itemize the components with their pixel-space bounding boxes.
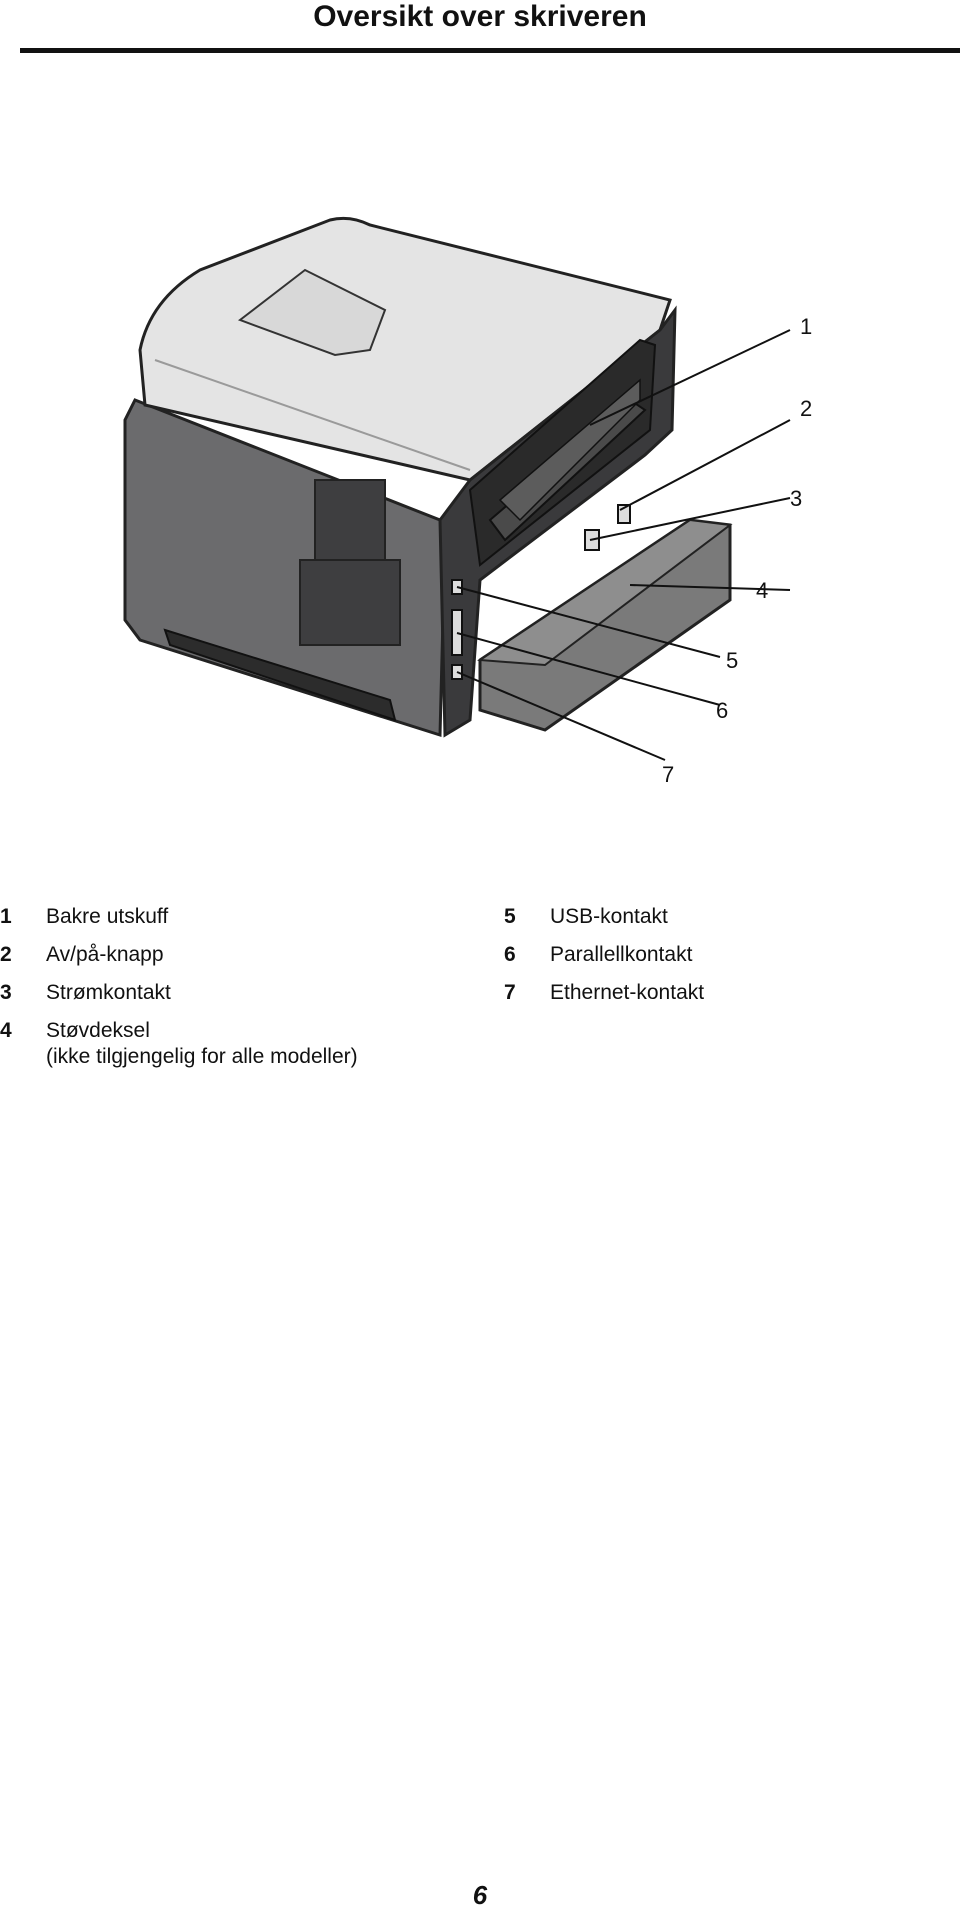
legend-item: 5 USB-kontakt [504,898,960,936]
title-rule [20,48,960,53]
callout-number: 5 [726,648,738,673]
page-number: 6 [472,1880,488,1910]
page-title: Oversikt over skriveren [313,0,647,33]
legend-number: 2 [0,943,12,966]
callout-number: 2 [800,396,812,421]
legend-item: 6 Parallellkontakt [504,936,960,974]
legend-text: Strømkontakt [46,981,171,1004]
legend-text: Parallellkontakt [550,943,693,966]
printer-top-cover [138,216,672,482]
callout-number: 4 [756,578,768,603]
legend-item: 2 Av/på-knapp [0,936,480,974]
printer-illustration: 1 2 3 4 5 6 7 [123,216,812,787]
legend-number: 3 [0,981,12,1004]
legend-text: Bakre utskuff [46,905,169,928]
legend-text: Ethernet-kontakt [550,981,705,1004]
printer-figure: 1 2 3 4 5 6 7 [0,180,960,800]
legend-item: 3 Strømkontakt [0,974,480,1012]
legend-number: 1 [0,905,12,928]
legend-number: 4 [0,1019,12,1042]
legend-left-column: 1 Bakre utskuff 2 Av/på-knapp 3 Strømkon… [0,898,480,1070]
legend-number: 5 [504,905,516,928]
callout-number: 6 [716,698,728,723]
legend-number: 7 [504,981,516,1004]
legend-number: 6 [504,943,516,966]
legend-text: Av/på-knapp [46,943,164,966]
legend-text-note: (ikke tilgjengelig for alle modeller) [46,1045,358,1068]
callout-number: 7 [662,762,674,787]
legend-right-column: 5 USB-kontakt 6 Parallellkontakt 7 Ether… [504,898,960,1012]
legend-item: 1 Bakre utskuff [0,898,480,936]
legend-text: Støvdeksel [46,1019,150,1042]
callout-number: 3 [790,486,802,511]
legend-item: 7 Ethernet-kontakt [504,974,960,1012]
legend-item: 4 Støvdeksel (ikke tilgjengelig for alle… [0,1018,480,1070]
legend-text: USB-kontakt [550,905,668,928]
callout-number: 1 [800,314,812,339]
